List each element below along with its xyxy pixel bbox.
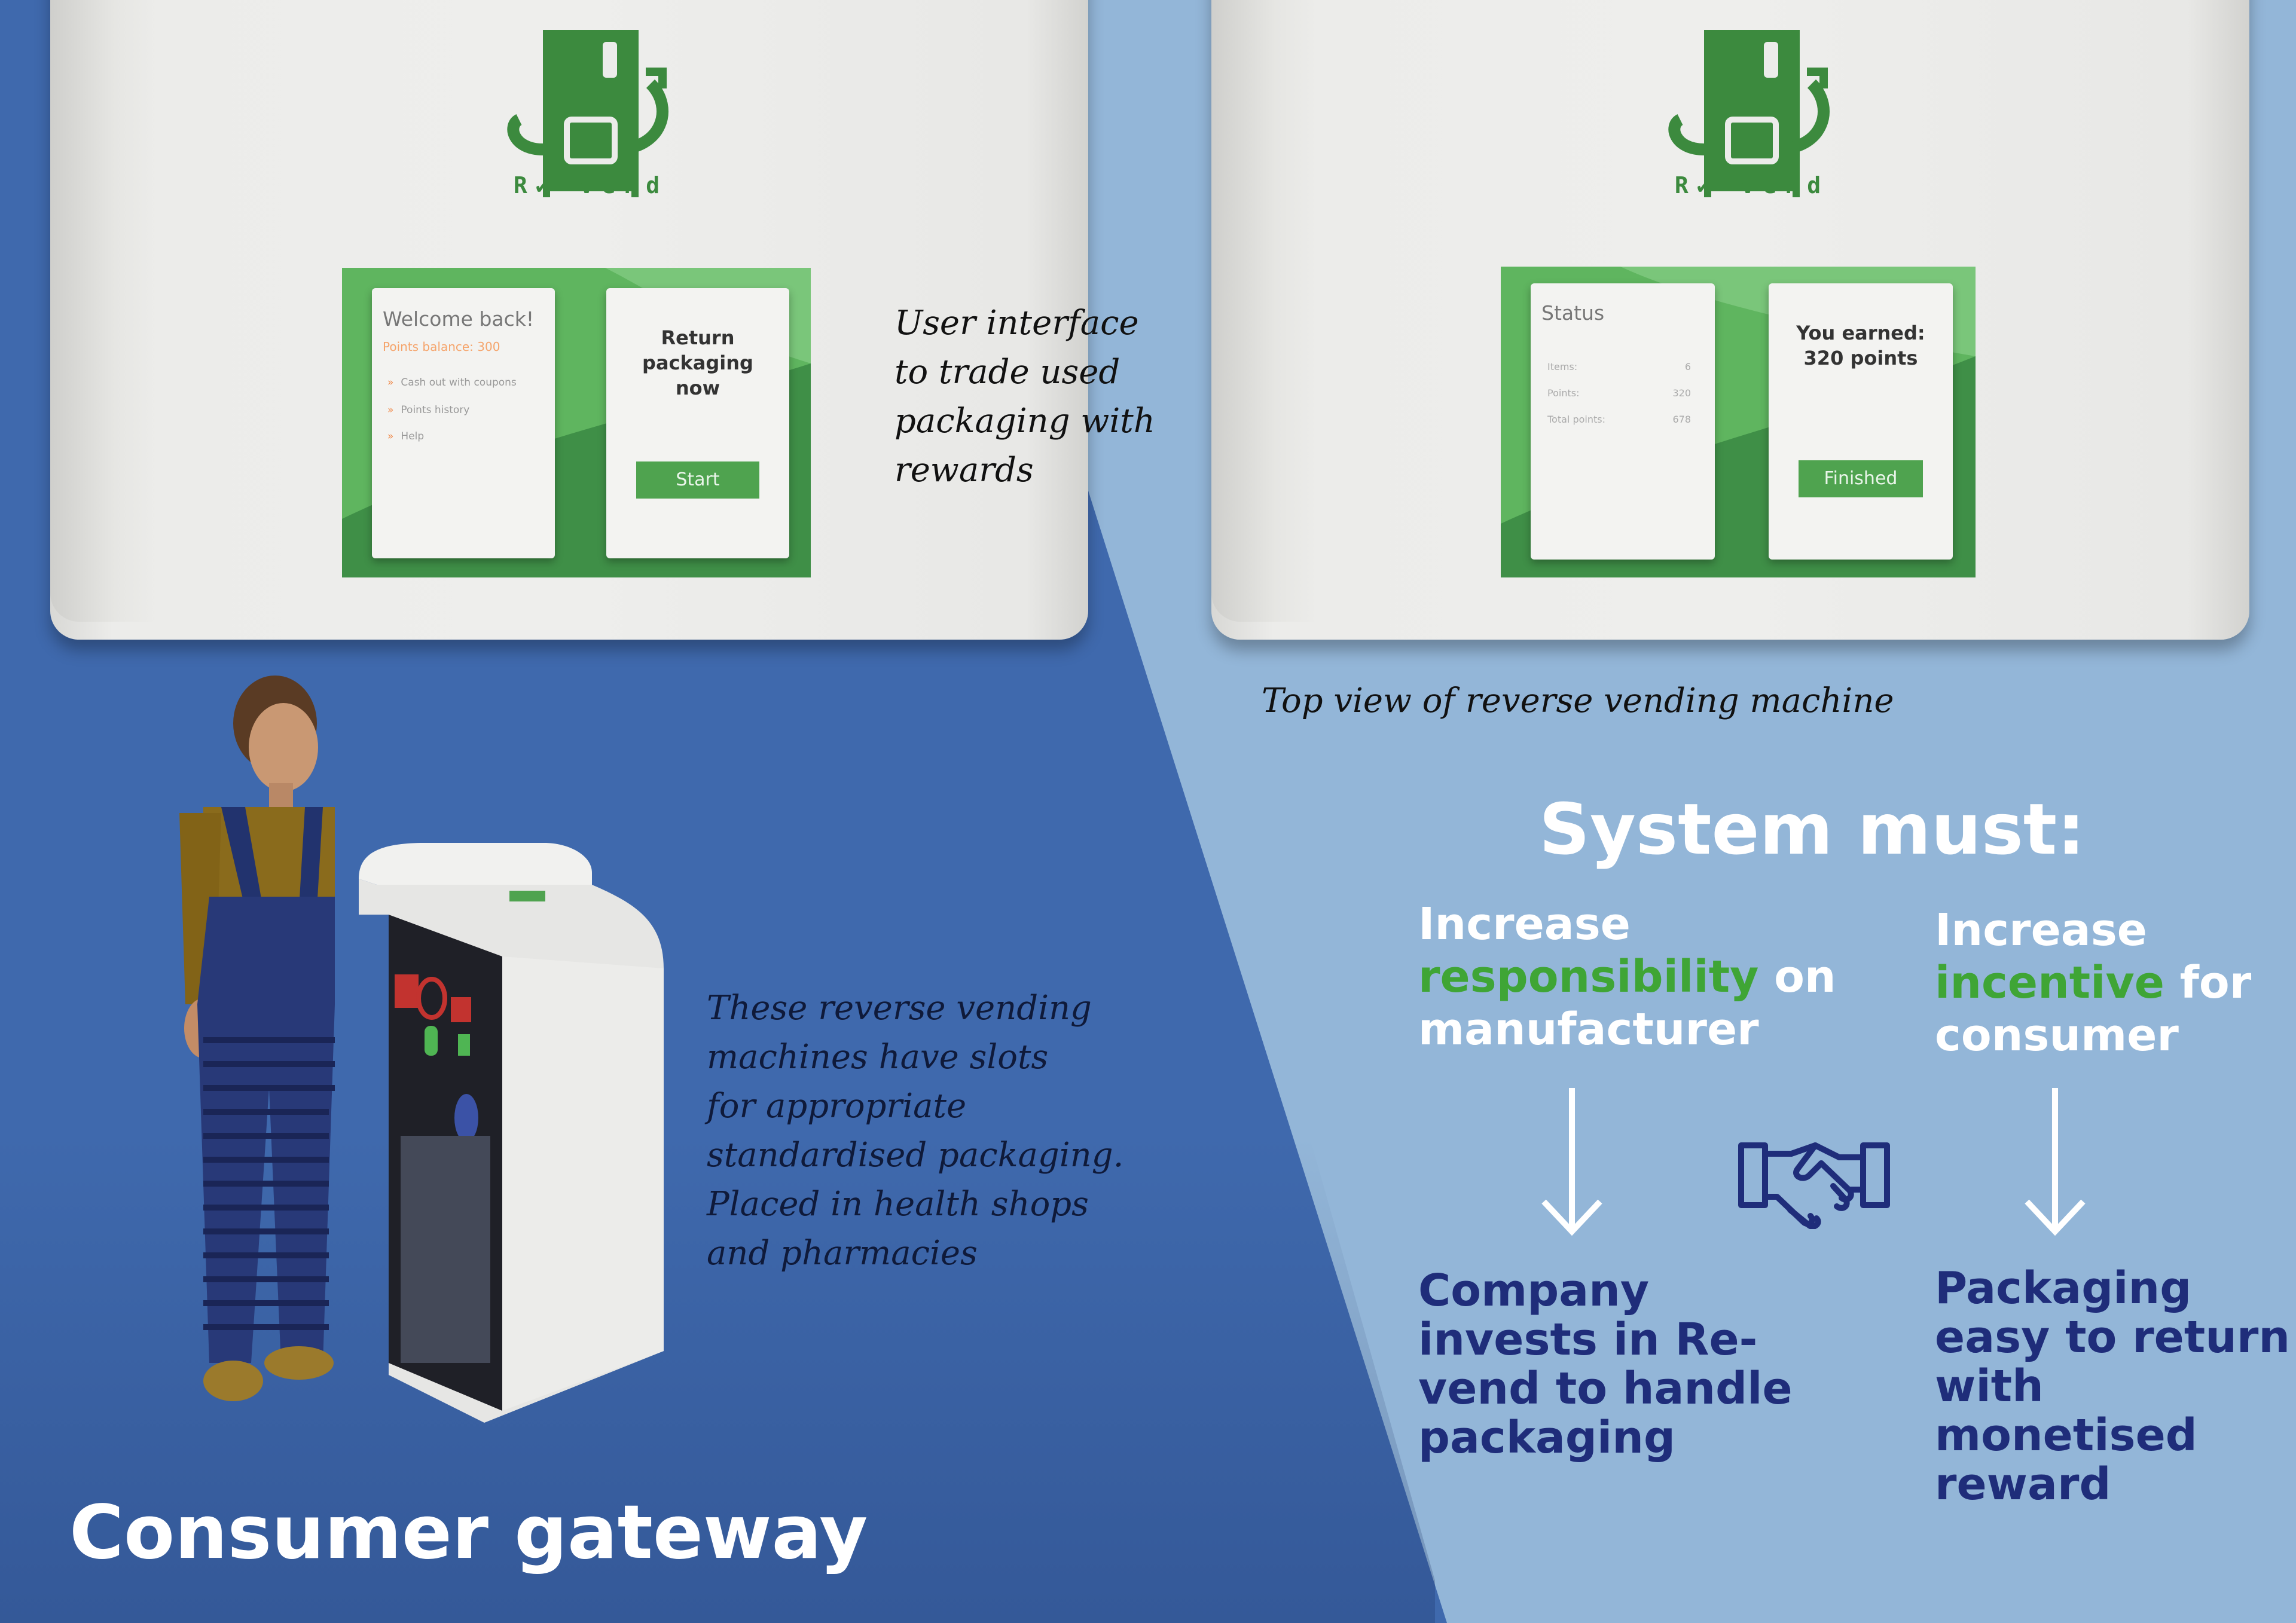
caption-top-view: Top view of reverse vending machine: [1262, 681, 1894, 720]
right-column-heading: Increase incentive for consumer: [1935, 904, 2252, 1061]
welcome-title: Welcome back!: [383, 307, 535, 331]
start-button[interactable]: Start: [636, 461, 759, 499]
revend-logo-icon: [507, 30, 668, 197]
machine-top-view-right: R✔-vend Status Items:6 Points:320 Total …: [1211, 0, 2249, 640]
return-label-line3: now: [675, 377, 720, 399]
vending-kiosk-image: [359, 843, 664, 1423]
menu-item-help[interactable]: »Help: [387, 430, 425, 442]
points-balance: Points balance: 300: [383, 340, 500, 354]
revend-logo-text: R✔-vend: [513, 172, 668, 198]
status-card: Status Items:6 Points:320 Total points:6…: [1531, 283, 1715, 560]
caption-slots: These reverse vending machines have slot…: [707, 989, 1124, 1273]
finished-button[interactable]: Finished: [1799, 460, 1923, 497]
return-label-line1: Return: [661, 326, 735, 349]
person-figure-image: [179, 676, 335, 1401]
menu-item-points-history[interactable]: »Points history: [387, 404, 470, 416]
machine-top-view-left: R✔-vend Welcome back! Points balance: 30…: [50, 0, 1088, 640]
earned-card: You earned: 320 points Finished: [1769, 283, 1953, 560]
revend-logo-icon: [1668, 30, 1830, 197]
earned-line2: 320 points: [1803, 347, 1918, 369]
return-packaging-card: Return packaging now Start: [606, 288, 789, 558]
consumer-gateway-title: Consumer gateway: [69, 1490, 868, 1576]
chevron-right-icon: »: [387, 377, 394, 389]
right-column-result: Packaging easy to return with monetised …: [1935, 1263, 2291, 1510]
arrow-down-icon: [1541, 1088, 1602, 1236]
revend-logo-right: R✔-vend: [1644, 0, 1860, 227]
status-title: Status: [1541, 301, 1605, 325]
revend-logo-text: R✔-vend: [1674, 172, 1830, 198]
welcome-card: Welcome back! Points balance: 300 »Cash …: [372, 288, 555, 558]
return-label-line2: packaging: [642, 352, 753, 374]
handshake-icon: [1738, 1142, 1890, 1229]
ui-screen-status: Status Items:6 Points:320 Total points:6…: [1501, 267, 1976, 577]
left-column-result: Company invests in Re- vend to handle pa…: [1418, 1265, 1793, 1463]
earned-line1: You earned:: [1796, 322, 1925, 344]
status-row-items: Items:6: [1547, 361, 1691, 372]
menu-item-cash-out[interactable]: »Cash out with coupons: [387, 377, 517, 389]
chevron-right-icon: »: [387, 404, 394, 416]
ui-screen-home: Welcome back! Points balance: 300 »Cash …: [342, 268, 811, 577]
arrow-down-icon: [2025, 1088, 2086, 1236]
caption-user-interface: User interface to trade used packaging w…: [894, 304, 1155, 490]
status-row-total: Total points:678: [1547, 414, 1691, 425]
chevron-right-icon: »: [387, 430, 394, 442]
left-column-heading: Increase responsibility on manufacturer: [1418, 898, 1836, 1055]
status-row-points: Points:320: [1547, 387, 1691, 399]
revend-logo-left: R✔-vend: [483, 0, 698, 227]
system-must-heading: System must:: [1539, 788, 2086, 870]
